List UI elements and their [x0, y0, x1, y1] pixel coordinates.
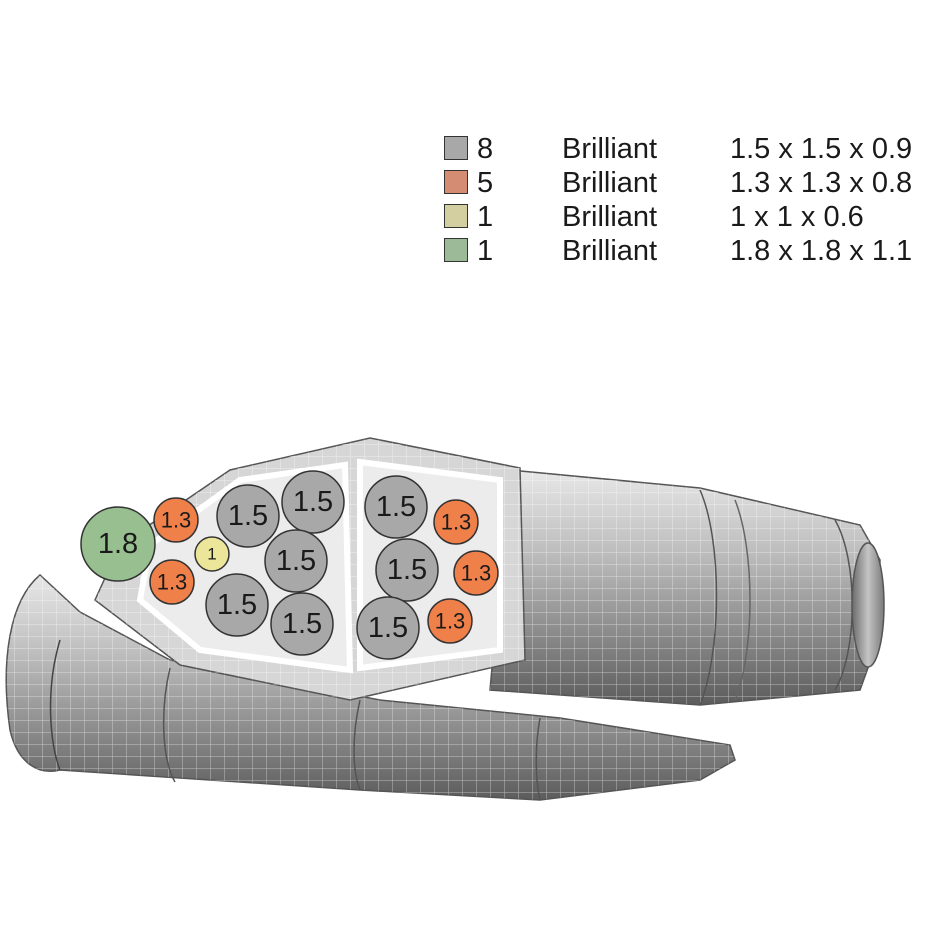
legend-dimensions: 1.5 x 1.5 x 0.9: [730, 133, 913, 165]
legend-count: 1: [477, 235, 494, 267]
legend-count: 1: [477, 201, 494, 233]
stone-1-5: [356, 596, 420, 660]
legend-row: 1 Brilliant 1.8 x 1.8 x 1.1: [444, 234, 944, 268]
lower-shank: [5, 574, 736, 801]
stone-label: 1.8: [98, 528, 138, 560]
legend-row: 5 Brilliant 1.3 x 1.3 x 0.8: [444, 166, 944, 200]
stone-1-3: [453, 550, 499, 596]
stone-legend: 8 Brilliant 1.5 x 1.5 x 0.9 5 Brilliant …: [444, 132, 944, 268]
stone-label: 1.5: [293, 486, 333, 518]
stone-1-3: [153, 497, 199, 543]
legend-count: 8: [477, 133, 494, 165]
stone-label: 1.5: [276, 545, 316, 577]
stone-label: 1.5: [282, 608, 322, 640]
stone-label: 1.3: [157, 570, 188, 595]
stone-1-5: [205, 573, 269, 637]
stone-label: 1.5: [217, 589, 257, 621]
legend-row: 8 Brilliant 1.5 x 1.5 x 0.9: [444, 132, 944, 166]
legend-cut: Brilliant: [562, 167, 658, 199]
stone-1-5: [375, 538, 439, 602]
stone-label: 1.5: [228, 500, 268, 532]
stone-1-5: [281, 470, 345, 534]
stone-1-3: [427, 598, 473, 644]
stone-1-5: [270, 592, 334, 656]
stone-label: 1.5: [376, 491, 416, 523]
legend-count: 5: [477, 167, 494, 199]
stone-1-5: [216, 484, 280, 548]
stone-1-5: [264, 529, 328, 593]
stone-label: 1.3: [461, 561, 492, 586]
stone-label: 1.3: [161, 508, 192, 533]
stone-label: 1.5: [387, 554, 427, 586]
stone-1-5: [364, 475, 428, 539]
stone-1-3: [433, 499, 479, 545]
legend-cut: Brilliant: [562, 235, 658, 267]
legend-swatch: [444, 204, 468, 228]
stone-label: 1.5: [368, 612, 408, 644]
legend-cut: Brilliant: [562, 133, 658, 165]
legend-dimensions: 1.3 x 1.3 x 0.8: [730, 167, 913, 199]
stone-label: 1.3: [441, 510, 472, 535]
stone-label: 1: [207, 545, 216, 564]
stone-1: [194, 536, 230, 572]
stone-label: 1.3: [435, 609, 466, 634]
legend-row: 1 Brilliant 1 x 1 x 0.6: [444, 200, 944, 234]
legend-dimensions: 1.8 x 1.8 x 1.1: [730, 235, 913, 267]
legend-dimensions: 1 x 1 x 0.6: [730, 201, 864, 233]
legend-swatch: [444, 136, 468, 160]
legend-swatch: [444, 238, 468, 262]
stone-1-3: [149, 559, 195, 605]
legend-cut: Brilliant: [562, 201, 658, 233]
legend-swatch: [444, 170, 468, 194]
upper-shank: [489, 469, 885, 706]
stone-1-8: [80, 506, 156, 582]
